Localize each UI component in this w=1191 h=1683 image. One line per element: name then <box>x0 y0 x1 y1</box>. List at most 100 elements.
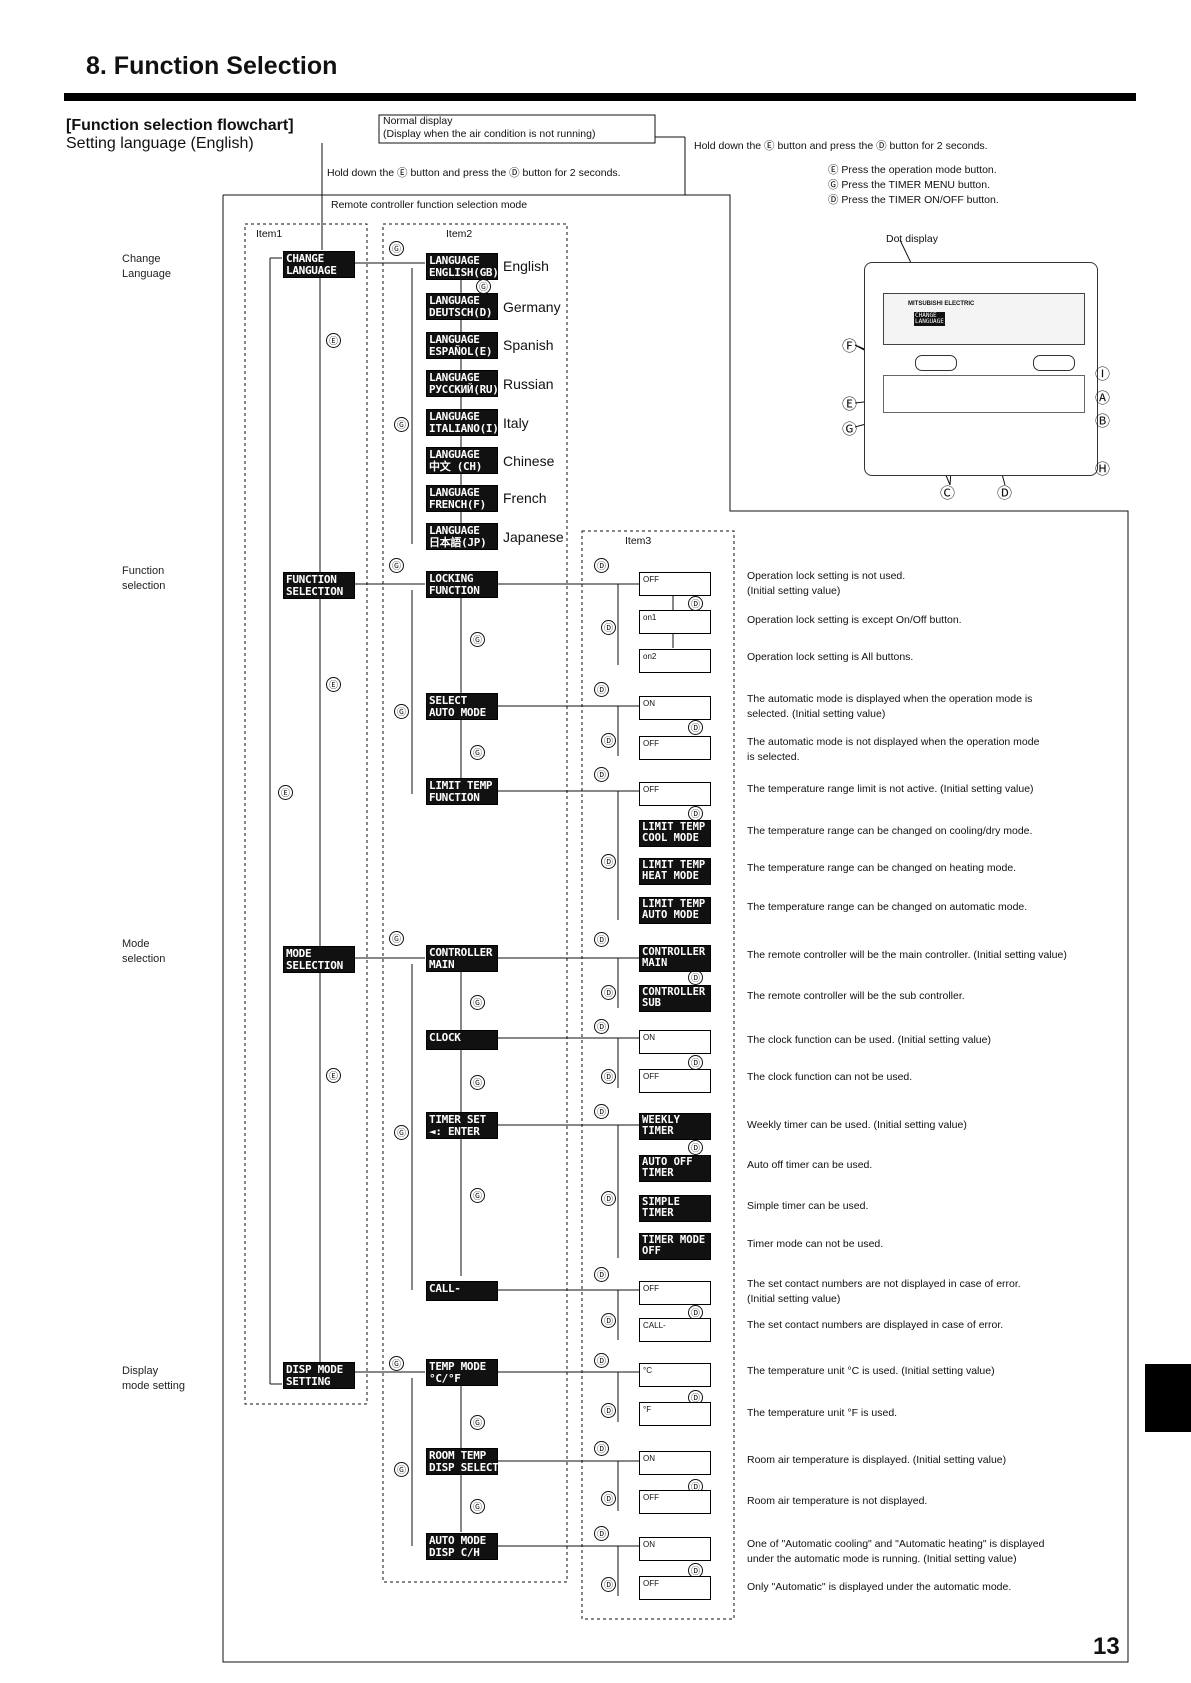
button-g-icon: Ⓖ <box>394 1125 409 1140</box>
language-english-name: English <box>503 258 549 274</box>
temp-button-icon <box>915 355 957 371</box>
language-spanish-display: LANGUAGE ESPAÑOL(E) <box>426 332 498 359</box>
button-d-icon: Ⓓ <box>601 985 616 1000</box>
desc-lock-off-2: (Initial setting value) <box>747 585 841 597</box>
label-i-icon: Ⓘ <box>1095 366 1111 383</box>
button-g-icon: Ⓖ <box>389 241 404 256</box>
label-h-icon: Ⓗ <box>1095 461 1111 478</box>
normal-display-label: Normal display <box>383 115 453 127</box>
language-english-display: LANGUAGE ENGLISH(GB) <box>426 253 499 280</box>
language-russian-display: LANGUAGE РУССКИЙ(RU) <box>426 370 499 397</box>
desc-lock-on1: Operation lock setting is except On/Off … <box>747 614 962 626</box>
option-lock-off: OFF <box>639 572 711 596</box>
button-d-icon: Ⓓ <box>688 596 703 611</box>
language-french-display: LANGUAGE FRENCH(F) <box>426 485 498 512</box>
button-g-icon: Ⓖ <box>394 704 409 719</box>
button-d-icon: Ⓓ <box>594 558 609 573</box>
option-automode-off: OFF <box>639 1576 711 1600</box>
language-japanese-display: LANGUAGE 日本語(JP) <box>426 523 498 550</box>
desc-clock-off: The clock function can not be used. <box>747 1071 913 1083</box>
button-d-icon: Ⓓ <box>594 1353 609 1368</box>
button-d-icon: Ⓓ <box>594 1441 609 1456</box>
item3-label: Item3 <box>625 535 652 547</box>
button-d-icon: Ⓓ <box>688 1055 703 1070</box>
option-temp-f: °F <box>639 1402 711 1426</box>
option-automode-on: ON <box>639 1537 711 1561</box>
label-e-icon: Ⓔ <box>842 396 858 413</box>
label-g-icon: Ⓖ <box>842 421 858 438</box>
desc-ctrl-sub: The remote controller will be the sub co… <box>747 990 965 1002</box>
desc-automode-on-2: under the automatic mode is running. (In… <box>747 1553 1017 1565</box>
desc-room-off: Room air temperature is not displayed. <box>747 1495 928 1507</box>
dot-display-label: Dot display <box>886 233 938 245</box>
desc-limit-cool: The temperature range can be changed on … <box>747 825 1033 837</box>
desc-lock-off-1: Operation lock setting is not used. <box>747 570 906 582</box>
legend-e: Ⓔ Press the operation mode button. <box>828 164 997 176</box>
button-g-icon: Ⓖ <box>470 745 485 760</box>
option-limit-cool: LIMIT TEMP COOL MODE <box>639 820 711 847</box>
button-g-icon: Ⓖ <box>476 279 491 294</box>
option-ctrl-sub: CONTROLLER SUB <box>639 985 711 1012</box>
button-g-icon: Ⓖ <box>470 995 485 1010</box>
flowchart-title: [Function selection flowchart] <box>66 117 294 134</box>
desc-automode-on-1: One of "Automatic cooling" and "Automati… <box>747 1538 1045 1550</box>
hold-down-right: Hold down the Ⓔ button and press the Ⓓ b… <box>694 140 988 152</box>
page-number: 13 <box>1093 1633 1120 1660</box>
language-italy-name: Italy <box>503 415 529 431</box>
option-limit-heat: LIMIT TEMP HEAT MODE <box>639 858 711 885</box>
desc-temp-f: The temperature unit °F is used. <box>747 1407 898 1419</box>
option-lock-on2: on2 <box>639 649 711 673</box>
language-chinese-display: LANGUAGE 中文 (CH) <box>426 447 498 474</box>
normal-display-sub: (Display when the air condition is not r… <box>383 128 596 140</box>
option-call-on: CALL- <box>639 1318 711 1342</box>
option-timer-autooff: AUTO OFF TIMER <box>639 1155 711 1182</box>
desc-room-on: Room air temperature is displayed. (Init… <box>747 1454 1007 1466</box>
item1-function-selection: FUNCTION SELECTION <box>283 572 355 599</box>
option-auto-on: ON <box>639 696 711 720</box>
button-d-icon: Ⓓ <box>688 806 703 821</box>
page-title: 8. Function Selection <box>86 52 338 80</box>
item2-timer-set: TIMER SET ◄: ENTER <box>426 1112 498 1139</box>
desc-temp-c: The temperature unit °C is used. (Initia… <box>747 1365 995 1377</box>
item1-disp-mode: DISP MODE SETTING <box>283 1362 355 1389</box>
button-d-icon: Ⓓ <box>594 1019 609 1034</box>
option-lock-on1: on1 <box>639 610 711 634</box>
button-g-icon: Ⓖ <box>470 1075 485 1090</box>
language-italy-display: LANGUAGE ITALIANO(I) <box>426 409 499 436</box>
button-panel-icon <box>883 375 1085 413</box>
desc-auto-off-2: is selected. <box>747 751 800 763</box>
button-g-icon: Ⓖ <box>394 1462 409 1477</box>
desc-timer-off: Timer mode can not be used. <box>747 1238 884 1250</box>
button-d-icon: Ⓓ <box>601 1313 616 1328</box>
button-d-icon: Ⓓ <box>601 1403 616 1418</box>
item2-clock: CLOCK <box>426 1030 498 1050</box>
desc-call-on: The set contact numbers are displayed in… <box>747 1319 1004 1331</box>
item2-auto-mode: AUTO MODE DISP C/H <box>426 1533 498 1560</box>
desc-auto-on-1: The automatic mode is displayed when the… <box>747 693 1033 705</box>
flowchart-subtitle: Setting language (English) <box>66 135 254 152</box>
button-g-icon: Ⓖ <box>470 1499 485 1514</box>
desc-timer-autooff: Auto off timer can be used. <box>747 1159 873 1171</box>
button-d-icon: Ⓓ <box>594 932 609 947</box>
button-d-icon: Ⓓ <box>601 733 616 748</box>
desc-limit-off: The temperature range limit is not activ… <box>747 783 1034 795</box>
button-g-icon: Ⓖ <box>389 931 404 946</box>
option-clock-off: OFF <box>639 1069 711 1093</box>
desc-timer-simple: Simple timer can be used. <box>747 1200 869 1212</box>
item2-call: CALL- <box>426 1281 498 1301</box>
button-g-icon: Ⓖ <box>470 1415 485 1430</box>
language-japanese-name: Japanese <box>503 529 564 545</box>
brand-logo: MITSUBISHI ELECTRIC <box>908 301 975 307</box>
button-d-icon: Ⓓ <box>594 682 609 697</box>
button-g-icon: Ⓖ <box>470 1188 485 1203</box>
option-timer-off: TIMER MODE OFF <box>639 1233 711 1260</box>
button-d-icon: Ⓓ <box>601 1491 616 1506</box>
button-d-icon: Ⓓ <box>594 1104 609 1119</box>
label-f-icon: Ⓕ <box>842 338 858 355</box>
